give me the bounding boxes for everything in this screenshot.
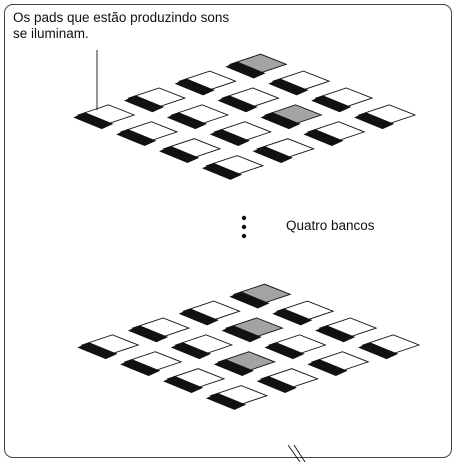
pad-label-tab (272, 308, 313, 326)
pad-label-tab (163, 376, 204, 393)
bottom-bank (77, 283, 421, 410)
pad-label-tab (268, 78, 309, 96)
pad-label-tab (307, 359, 348, 377)
pad-label-tab (159, 146, 200, 163)
pad-label-tab (116, 129, 157, 147)
pad-label-tab (229, 291, 270, 309)
ellipsis-dot (241, 233, 247, 239)
pad-label-tab (217, 95, 258, 113)
pad-label-tab (174, 78, 215, 96)
pad-label-tab (260, 112, 301, 130)
pad-label-tab (315, 325, 356, 343)
pad-label-tab (166, 112, 208, 130)
pad-label-tab (201, 162, 243, 180)
pad-label-tab (358, 342, 399, 360)
ellipsis-dot (241, 215, 247, 221)
pad-label-tab (311, 95, 352, 113)
four-banks-label: Quatro bancos (286, 218, 375, 233)
pad-label-tab (209, 129, 250, 147)
pad-label-tab (127, 325, 169, 343)
pad-label-tab (303, 129, 344, 147)
pad-label-tab (77, 342, 118, 360)
pad-label-tab (178, 308, 219, 326)
pad-label-tab (252, 146, 293, 163)
callout-leader-line-bottom (293, 444, 306, 462)
lit-pads-callout: Os pads que estão produzindo sons se ilu… (13, 10, 230, 41)
figure-frame (4, 4, 452, 458)
pad-label-tab (120, 359, 161, 377)
pad-label-tab (225, 61, 266, 79)
top-bank (73, 53, 417, 180)
ellipsis-dot (241, 224, 247, 230)
pad-label-tab (205, 392, 247, 410)
pad-label-tab (256, 376, 297, 393)
pad-label-tab (221, 325, 262, 343)
pad-label-tab (170, 342, 212, 360)
pad-label-tab (73, 112, 114, 130)
callout-leader-line-bottom (287, 444, 301, 462)
pad-label-tab (213, 359, 254, 377)
pad-label-tab (354, 112, 395, 130)
pad-label-tab (123, 95, 165, 113)
pad-label-tab (264, 342, 305, 360)
